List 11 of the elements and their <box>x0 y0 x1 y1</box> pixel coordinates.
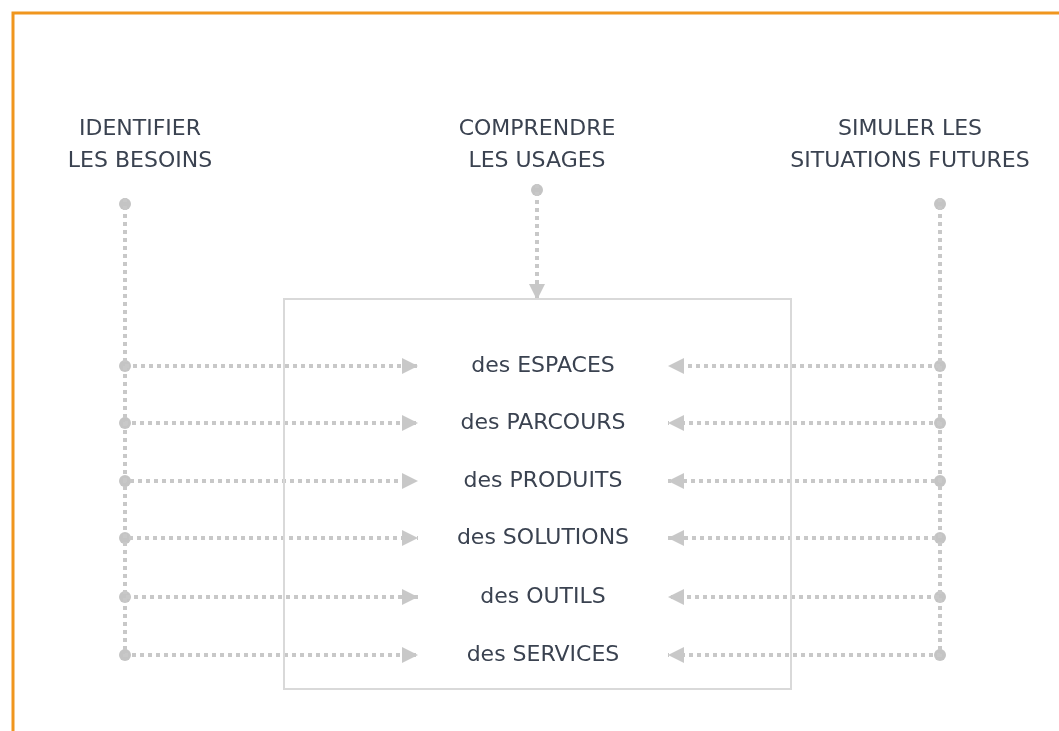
heading: SIMULER LES SITUATIONS FUTURES <box>789 114 1031 174</box>
heading: IDENTIFIER LES BESOINS <box>66 114 214 174</box>
list-item: des PRODUITS <box>462 466 624 494</box>
dotted-arrow <box>529 184 545 300</box>
list-item: des SOLUTIONS <box>455 523 631 551</box>
heading: COMPRENDRE LES USAGES <box>457 114 617 174</box>
content-box <box>285 300 790 688</box>
list-item: des OUTILS <box>479 582 607 610</box>
list-item: des PARCOURS <box>459 408 627 436</box>
list-item: des ESPACES <box>470 351 616 379</box>
list-item: des SERVICES <box>465 640 621 668</box>
